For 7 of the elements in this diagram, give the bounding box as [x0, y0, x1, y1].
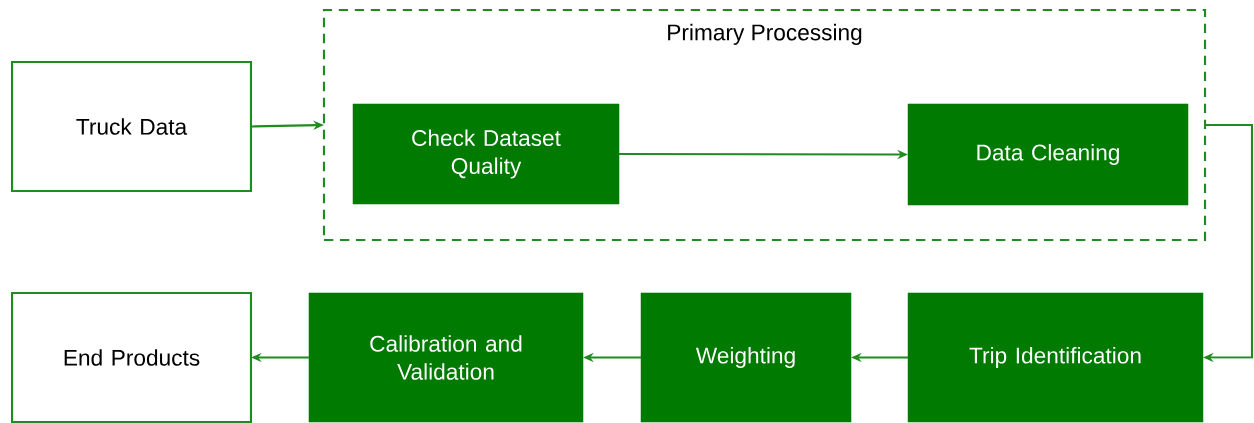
text-box: Truck Data — [11, 60, 253, 193]
process-box: Calibration and Validation — [308, 292, 584, 423]
process-box: Weighting — [640, 292, 852, 423]
process-box: Trip Identification — [907, 292, 1204, 423]
text-box: End Products — [11, 291, 253, 423]
process-box: Data Cleaning — [907, 103, 1189, 206]
process-box: Check Dataset Quality — [352, 103, 620, 205]
